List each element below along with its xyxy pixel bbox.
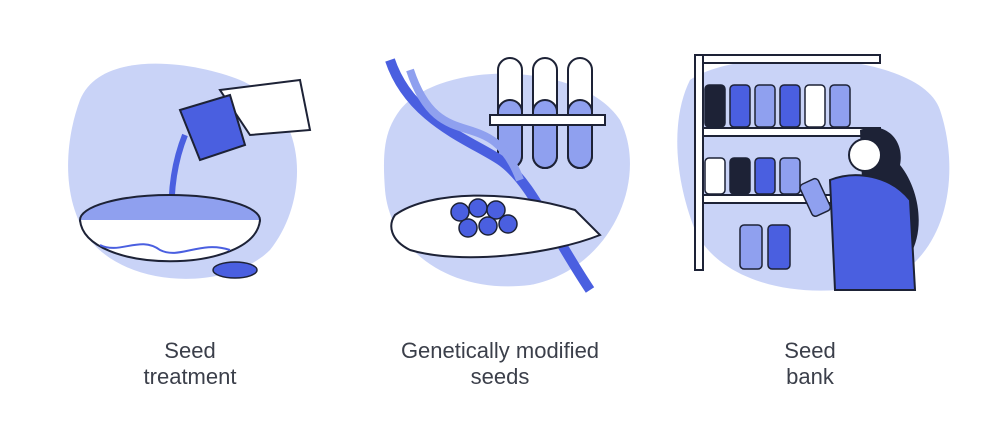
panel-seed-bank: Seed bank — [660, 0, 960, 428]
caption-line-2: treatment — [143, 364, 237, 389]
panel-seed-treatment: Seed treatment — [40, 0, 340, 428]
caption-gmo-seeds: Genetically modified seeds — [350, 338, 650, 390]
caption-seed-bank: Seed bank — [660, 338, 960, 390]
caption-line-2: bank — [786, 364, 834, 389]
gmo-seeds-illustration — [383, 57, 630, 293]
caption-line-1: Seed — [164, 338, 216, 363]
stock-id: 520865136 — [4, 310, 18, 420]
panel-gmo-seeds: Genetically modified seeds — [350, 0, 650, 428]
seed-treatment-illustration — [68, 63, 312, 279]
caption-line-2: seeds — [470, 364, 530, 389]
seed-bank-illustration — [677, 54, 950, 291]
caption-line-1: Genetically modified — [400, 338, 600, 363]
caption-line-1: Seed — [784, 338, 836, 363]
caption-seed-treatment: Seed treatment — [40, 338, 340, 390]
